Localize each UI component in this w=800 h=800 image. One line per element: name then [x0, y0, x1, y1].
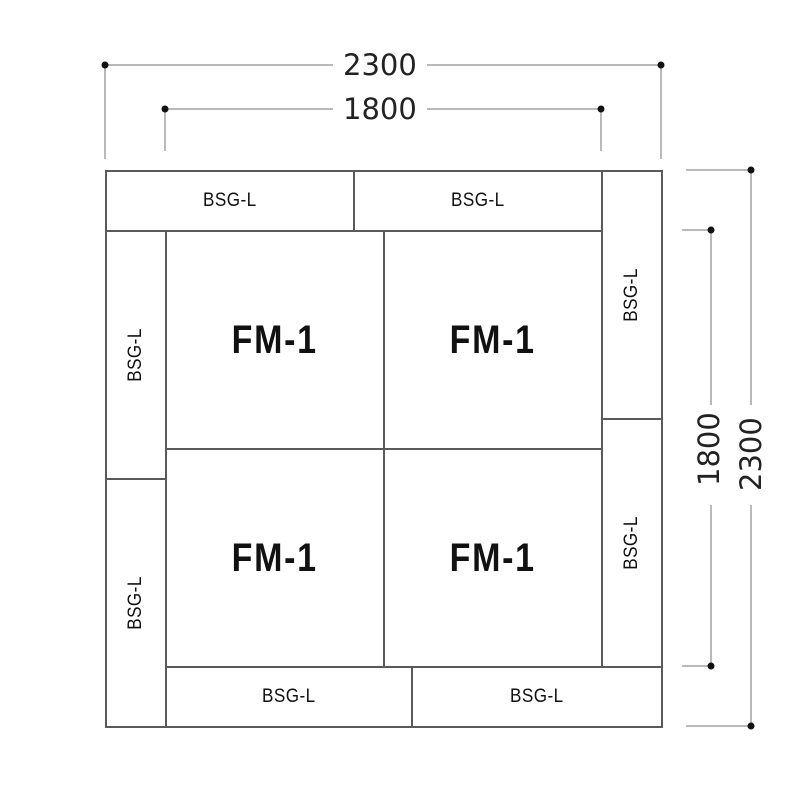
extension-line-left	[164, 109, 166, 151]
extension-line-bottom	[686, 725, 751, 727]
extension-line-right	[600, 109, 602, 151]
extension-line-left	[104, 65, 106, 159]
dimension-label: 2300	[333, 50, 427, 80]
panel-bsg-bottom-right: BSG-L	[411, 666, 663, 728]
panel-label: BSG-L	[262, 686, 316, 707]
panel-bsg-left-lower: BSG-L	[105, 478, 167, 728]
dimension-label: 1800	[692, 412, 726, 492]
extension-line-right	[660, 65, 662, 159]
dimension-dot	[747, 722, 755, 730]
panel-fm-top-left: FM-1	[165, 230, 385, 450]
panel-bsg-right-lower: BSG-L	[601, 418, 663, 668]
extension-line-top	[682, 229, 711, 231]
panel-label: FM-1	[231, 535, 319, 580]
panel-label: FM-1	[449, 535, 537, 580]
panel-bsg-top-left: BSG-L	[105, 170, 355, 232]
panel-bsg-bottom-left: BSG-L	[165, 666, 413, 728]
panel-label: BSG-L	[451, 190, 505, 211]
panel-label: BSG-L	[621, 516, 642, 570]
panel-label: BSG-L	[203, 190, 257, 211]
panel-fm-bottom-right: FM-1	[383, 448, 603, 668]
panel-label: BSG-L	[510, 686, 564, 707]
extension-line-top	[686, 169, 751, 171]
panel-bsg-top-right: BSG-L	[353, 170, 603, 232]
dimension-dot	[597, 105, 605, 113]
dimension-label: 2300	[734, 417, 768, 497]
panel-fm-bottom-left: FM-1	[165, 448, 385, 668]
dimension-dot	[657, 61, 665, 69]
panel-label: BSG-L	[125, 328, 146, 382]
panel-bsg-right-upper: BSG-L	[601, 170, 663, 420]
panel-label: FM-1	[231, 317, 319, 362]
panel-label: FM-1	[449, 317, 537, 362]
dimension-dot	[707, 226, 715, 234]
dimension-label: 1800	[333, 94, 427, 124]
panel-label: BSG-L	[621, 268, 642, 322]
extension-line-bottom	[682, 665, 711, 667]
panel-fm-top-right: FM-1	[383, 230, 603, 450]
panel-label: BSG-L	[125, 576, 146, 630]
dimension-dot	[101, 61, 109, 69]
dimension-dot	[747, 166, 755, 174]
panel-bsg-left-upper: BSG-L	[105, 230, 167, 480]
dimension-dot	[161, 105, 169, 113]
dimension-dot	[707, 662, 715, 670]
